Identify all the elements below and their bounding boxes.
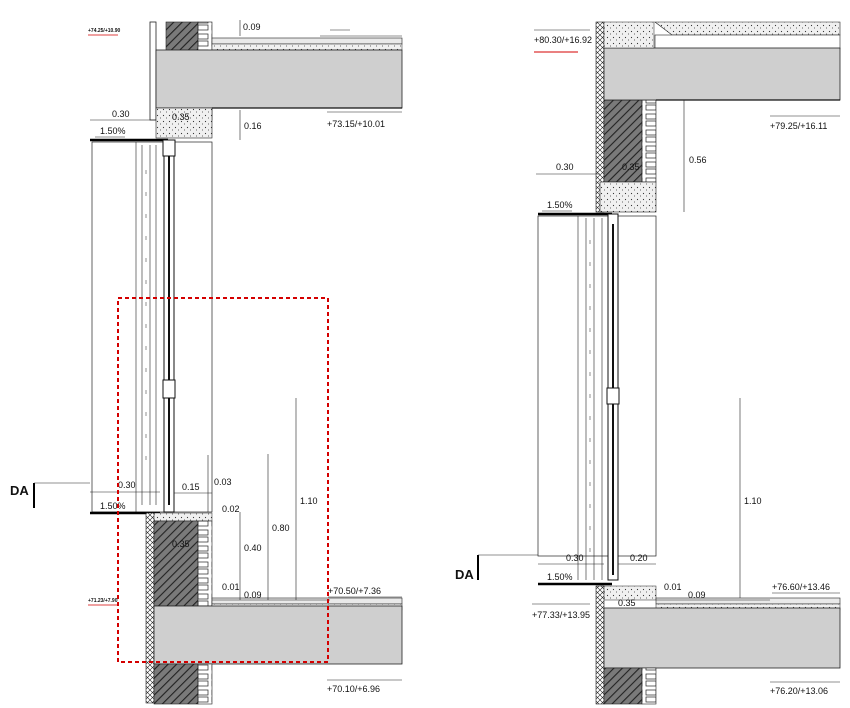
dim-label: 1.10 (300, 496, 318, 506)
dim-label: 0.09 (244, 590, 262, 600)
upper-concrete-slab (155, 49, 403, 109)
slope-label: 1.50% (547, 200, 573, 210)
dim-label: 0.01 (664, 582, 682, 592)
level-label: +70.10/+6.96 (327, 684, 380, 694)
dim-label: 0.30 (566, 553, 584, 563)
section-marker-da[interactable]: DA (455, 554, 538, 582)
dim-label: 0.09 (243, 22, 261, 32)
lintel-insulation (155, 107, 213, 139)
level-marker-lower-left: +71.23/+7.90 (88, 598, 118, 606)
level-marker-lower-right: +77.33/+13.95 (532, 603, 590, 620)
highlight-region[interactable] (117, 297, 329, 663)
dim-label: 0.30 (118, 480, 136, 490)
level-label: +77.33/+13.95 (532, 610, 590, 620)
section-label: DA (10, 483, 29, 498)
level-label: +73.15/+10.01 (327, 119, 385, 129)
dim-label: 1.10 (744, 496, 762, 506)
dim-label: 0.02 (222, 504, 240, 514)
dim-label: 0.35 (172, 539, 190, 549)
level-marker-top-left: +74.25/+10.90 (88, 28, 120, 36)
insulation-layer (595, 585, 605, 705)
level-marker-top-right: +80.30/+16.92 (534, 29, 592, 53)
dim-label: 0.40 (244, 543, 262, 553)
masonry-wall-upper (603, 99, 643, 183)
lower-concrete-slab (153, 605, 403, 665)
slope-label: 1.50% (100, 126, 126, 136)
lower-concrete-slab (603, 607, 841, 669)
dim-label: 0.35 (622, 162, 640, 172)
dim-label: 0.80 (272, 523, 290, 533)
level-label: +74.25/+10.90 (88, 28, 120, 34)
shutter-guide-frame (537, 215, 657, 557)
lintel-insulation (599, 181, 657, 213)
masonry-wall-lower (153, 520, 199, 607)
dim-label: 0.20 (630, 553, 648, 563)
shutter-guide-frame (91, 141, 213, 513)
level-label: +76.20/+13.06 (770, 686, 828, 696)
right-detail: +80.30/+16.92 +79.25/+16.11 0.30 0.35 0.… (455, 21, 841, 705)
dim-label: 0.15 (182, 482, 200, 492)
insulation-layer (145, 512, 155, 704)
section-label: DA (455, 567, 474, 582)
dim-label: 0.03 (214, 477, 232, 487)
upper-concrete-slab (603, 47, 841, 101)
section-marker-da[interactable]: DA (10, 482, 90, 508)
level-label: +80.30/+16.92 (534, 35, 592, 45)
dim-label: 0.16 (244, 121, 262, 131)
level-label: +79.25/+16.11 (770, 121, 827, 131)
dim-label: 0.01 (222, 582, 240, 592)
level-label: +70.50/+7.36 (328, 586, 381, 596)
dim-label: 0.35 (618, 598, 636, 608)
level-label: +71.23/+7.90 (88, 598, 118, 604)
dim-label: 0.09 (688, 590, 706, 600)
level-label: +76.60/+13.46 (772, 582, 830, 592)
dim-label: 0.56 (689, 155, 707, 165)
dim-label: 0.35 (172, 112, 190, 122)
slope-label: 1.50% (100, 501, 126, 511)
left-detail: +74.25/+10.90 0.09 0.30 0.35 0.16 +73.15… (10, 20, 403, 705)
dim-label: 0.30 (556, 162, 574, 172)
dim-label: 0.30 (112, 109, 130, 119)
slope-label: 1.50% (547, 572, 573, 582)
